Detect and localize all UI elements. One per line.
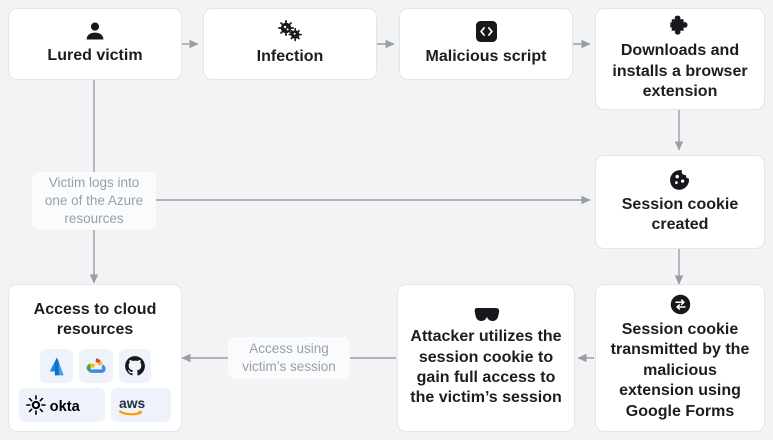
github-logo bbox=[118, 349, 151, 384]
azure-logo bbox=[39, 349, 73, 384]
node-attacker-utilizes[interactable]: Attacker utilizes the session cookie to … bbox=[397, 284, 575, 432]
okta-logo: okta bbox=[19, 388, 105, 423]
node-label: Infection bbox=[256, 48, 324, 66]
connector-label-azure-login: Victim logs into one of the Azure resour… bbox=[32, 172, 156, 230]
node-label: Attacker utilizes the session cookie to … bbox=[410, 328, 562, 407]
connector-label-text: Access using victim’s session bbox=[242, 340, 336, 374]
node-cloud-resources[interactable]: Access to cloud resources bbox=[8, 284, 182, 432]
node-infection[interactable]: Infection bbox=[203, 8, 377, 80]
node-lured-victim[interactable]: Lured victim bbox=[8, 8, 182, 80]
connector-label-access-session: Access using victim’s session bbox=[228, 337, 350, 379]
node-label: Lured victim bbox=[47, 47, 143, 65]
puzzle-piece-icon bbox=[669, 15, 691, 36]
person-icon bbox=[84, 21, 106, 41]
aws-logo: aws bbox=[111, 388, 171, 423]
svg-text:okta: okta bbox=[50, 399, 81, 415]
node-session-cookie-created[interactable]: Session cookie created bbox=[595, 155, 765, 249]
cookie-icon bbox=[669, 169, 691, 190]
cloud-logo-grid: okta aws bbox=[19, 349, 171, 423]
cloud-logo-row-1 bbox=[39, 349, 151, 384]
node-label: Access to cloud resources bbox=[33, 300, 157, 338]
node-label: Session cookie transmitted by the malici… bbox=[610, 320, 750, 420]
connector-label-text: Victim logs into one of the Azure resour… bbox=[44, 174, 144, 227]
node-label: Session cookie created bbox=[621, 195, 739, 233]
node-malicious-script[interactable]: Malicious script bbox=[399, 8, 573, 80]
code-icon bbox=[475, 20, 497, 42]
node-label: Malicious script bbox=[425, 47, 547, 65]
node-browser-extension[interactable]: Downloads and installs a browser extensi… bbox=[595, 8, 765, 110]
exchange-icon bbox=[670, 294, 691, 315]
google-cloud-logo bbox=[78, 349, 113, 384]
germ-icon bbox=[277, 20, 303, 42]
node-label: Downloads and installs a browser extensi… bbox=[612, 42, 748, 101]
node-cookie-transmitted[interactable]: Session cookie transmitted by the malici… bbox=[595, 284, 765, 432]
mask-icon bbox=[472, 307, 500, 322]
svg-text:aws: aws bbox=[119, 395, 145, 411]
cloud-logo-row-2: okta aws bbox=[19, 388, 171, 423]
